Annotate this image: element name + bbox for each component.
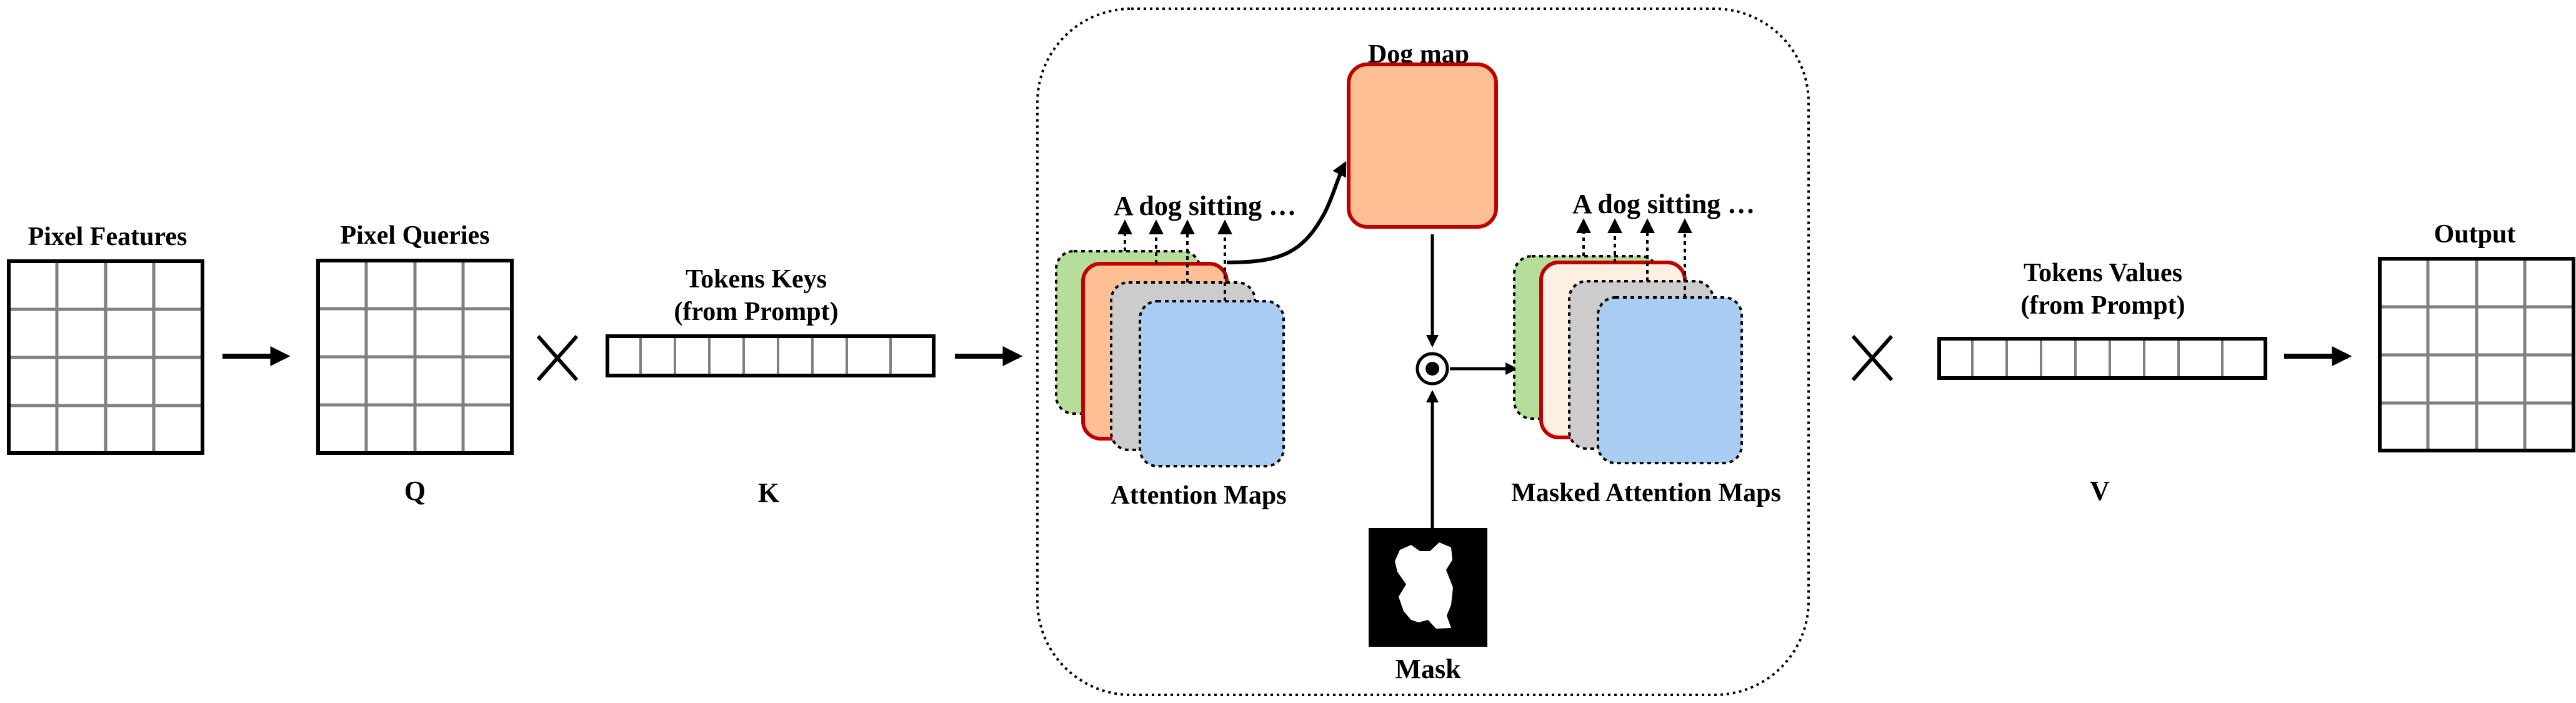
dog-map (1347, 62, 1498, 229)
masked-attention-maps-label: Masked Attention Maps (1511, 479, 1781, 507)
mask-image (1369, 528, 1487, 647)
tokens-keys-vector (606, 334, 936, 377)
tokens-values-label: Tokens Values (2024, 259, 2182, 287)
masked-attention-maps-stack (1513, 255, 1743, 464)
q-label: Q (404, 476, 426, 506)
hadamard-product-icon (1415, 352, 1449, 386)
v-label: V (2090, 476, 2110, 506)
masked-word-arrows (1576, 218, 1692, 297)
attention-map-blue (1139, 300, 1285, 467)
tokens-values-vector (1937, 337, 2267, 380)
attention-word-arrows (1117, 219, 1232, 301)
attention-maps-label: Attention Maps (1111, 481, 1286, 510)
tokens-values-source-label: (from Prompt) (2020, 291, 2185, 320)
attention-words-label: A dog sitting … (1114, 191, 1296, 221)
k-label: K (758, 477, 779, 508)
pixel-features-grid (7, 259, 204, 455)
multiply-icon (536, 335, 579, 381)
pixel-features-label: Pixel Features (28, 222, 187, 251)
output-label: Output (2434, 220, 2516, 249)
output-grid (2378, 257, 2575, 452)
tokens-keys-source-label: (from Prompt) (674, 297, 838, 326)
pixel-queries-label: Pixel Queries (340, 221, 489, 250)
masked-words-label: A dog sitting … (1572, 189, 1755, 219)
multiply-icon (1851, 335, 1894, 381)
dog-silhouette (1395, 542, 1453, 629)
pixel-queries-grid (316, 259, 514, 455)
tokens-keys-label: Tokens Keys (686, 265, 827, 294)
masked-map-blue (1597, 296, 1743, 464)
mask-label: Mask (1395, 654, 1461, 684)
attention-maps-stack (1055, 250, 1285, 467)
arrow-to-dog-map (1226, 161, 1347, 264)
attention-module-container (1036, 7, 1810, 696)
